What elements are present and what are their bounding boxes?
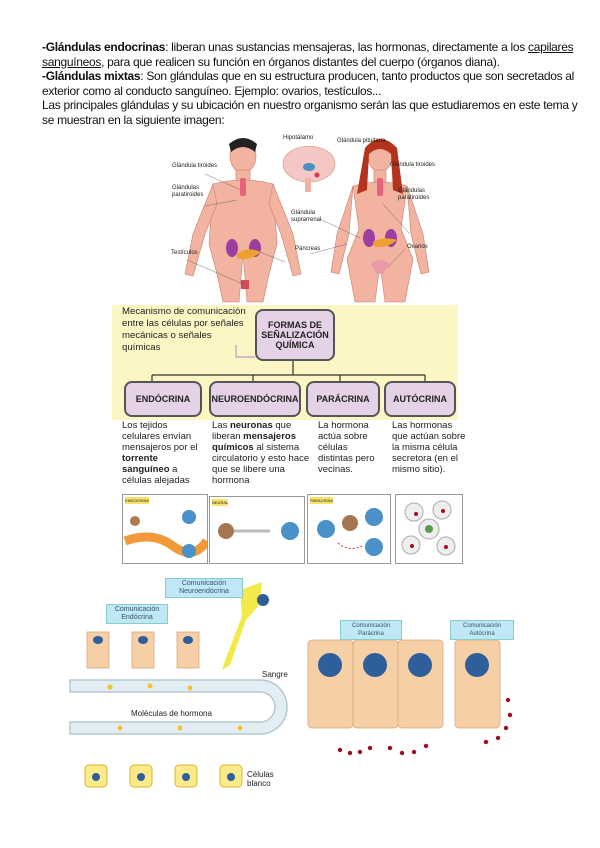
bold-text: torrente sanguíneo	[122, 453, 170, 475]
thumb-neural: NEURAL	[209, 496, 305, 564]
label-target-cells: Células blanco	[247, 770, 274, 788]
paragraph-endocrine: -Glándulas endocrinas: liberan unas sust…	[42, 40, 590, 69]
thumb-tag: PARACRINA	[310, 497, 334, 504]
term-endocrine: -Glándulas endocrinas	[42, 40, 166, 54]
communication-types-illustration	[69, 582, 513, 788]
label-pituitary: Glándula pituitaria	[337, 138, 386, 144]
tag-autocrine-communication: Comunicación Autócrina	[450, 620, 514, 640]
label-parathyroid-female: Glándulas paratiroides	[398, 188, 430, 201]
text: Las	[212, 420, 230, 431]
human-bodies-illustration	[184, 138, 430, 303]
desc-neuroendocrine: Las neuronas que liberan mensajeros quím…	[212, 420, 310, 486]
term-mixed: -Glándulas mixtas	[42, 69, 141, 84]
autocrine-thumb-illustration	[401, 500, 456, 556]
type-box-endocrine: ENDÓCRINA	[124, 381, 202, 417]
endocrine-thumb-illustration	[123, 510, 207, 558]
desc-paracrine: La hormona actúa sobre células distintas…	[318, 420, 375, 475]
text: : liberan unas sustancias mensajeras, la…	[165, 40, 525, 54]
text: a células alejadas	[122, 464, 190, 486]
diagram-intro-text: Mecanismo de comunicación entre las célu…	[122, 306, 246, 353]
label-hypothalamus: Hipotálamo	[283, 135, 314, 141]
desc-autocrine: Las hormonas que actúan sobre la misma c…	[392, 420, 466, 475]
type-box-autocrine: AUTÓCRINA	[384, 381, 456, 417]
type-box-neuroendocrine: NEUROENDÓCRINA	[209, 381, 301, 417]
label-thyroid-female: Glándula tiroides	[390, 162, 436, 168]
paragraph-intro: Las principales glándulas y su ubicación…	[42, 98, 578, 127]
label-blood: Sangre	[262, 670, 288, 679]
label-pancreas: Páncreas	[295, 246, 321, 252]
label-testicles: Testículos	[171, 250, 198, 256]
glands-body-figure: Hipotálamo Glándula pituitaria Glándula …	[165, 134, 437, 304]
diagram-connectors	[151, 345, 426, 382]
tag-paracrine-communication: Comunicación Parácrina	[340, 620, 402, 640]
label-parathyroid-male: Glándulas paratiroides	[172, 185, 204, 198]
label-thyroid-male: Glándula tiroides	[172, 163, 218, 169]
thumb-tag: NEURAL	[212, 499, 229, 506]
body-text: -Glándulas endocrinas: liberan unas sust…	[42, 40, 590, 128]
bold-text: mensajeros químicos	[212, 431, 296, 453]
label-hormone-molecules: Moléculas de hormona	[131, 709, 212, 718]
paracrine-thumb-illustration	[317, 508, 383, 556]
label-adrenal: Glándula suprarrenal	[291, 210, 322, 223]
text: que liberan	[212, 420, 292, 442]
thumb-tag: ENDOCRINA	[125, 497, 150, 504]
tag-neuroendocrine-communication: Comunicación Neuroendócrina	[165, 578, 243, 598]
blood-vessel	[69, 679, 288, 735]
tag-endocrine-communication: Comunicación Endócrina	[106, 604, 168, 624]
text: , para que realicen su función en órgano…	[101, 54, 500, 69]
text: al sistema circulatorio y esto hace que …	[212, 442, 310, 486]
thumb-endocrine: ENDOCRINA	[122, 494, 208, 564]
underlined-term: capilares sanguíneos	[42, 40, 574, 69]
text: Los tejidos celulares envían mensajeros …	[122, 420, 198, 453]
thumb-paracrine: PARACRINA	[307, 494, 391, 564]
root-box-forms-chemical-signaling: FORMAS DE SEÑALIZACIÓN QUÍMICA	[255, 309, 335, 361]
bold-text: neuronas	[229, 420, 273, 431]
type-box-paracrine: PARÁCRINA	[306, 381, 380, 417]
label-ovaries: Ovarios	[407, 244, 428, 250]
text: : Son glándulas que en su estructura pro…	[42, 69, 575, 98]
desc-endocrine: Los tejidos celulares envían mensajeros …	[122, 420, 208, 486]
neural-thumb-illustration	[218, 522, 299, 540]
paragraph-mixed: -Glándulas mixtas: Son glándulas que en …	[42, 69, 590, 98]
thumb-autocrine	[395, 494, 463, 564]
